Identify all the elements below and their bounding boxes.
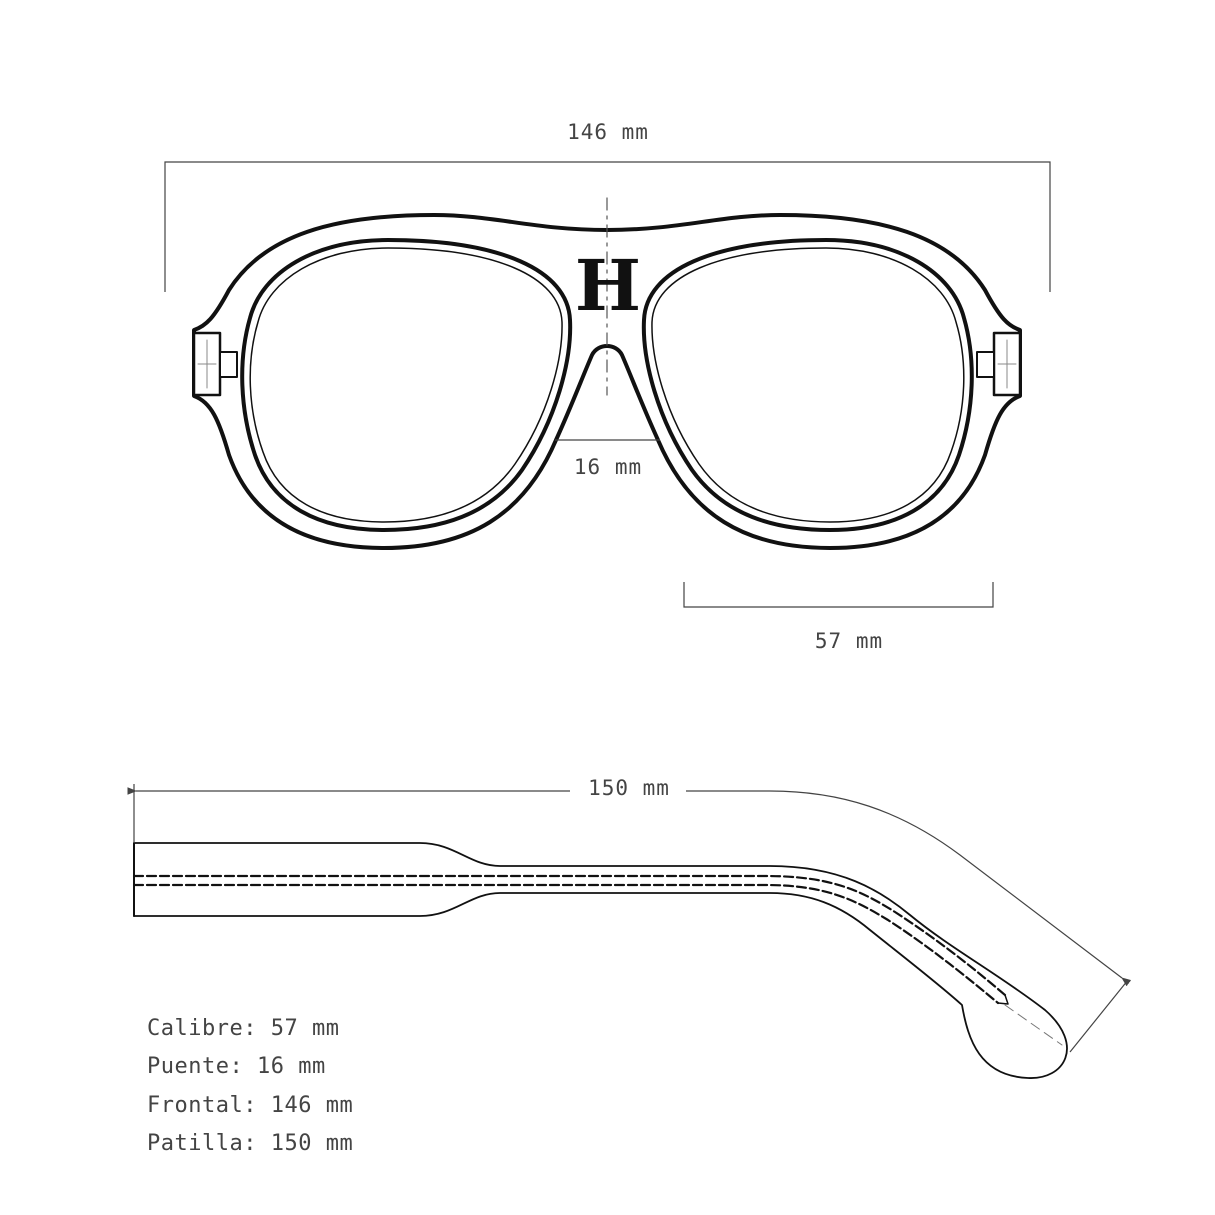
- temple-outline: [133, 842, 1068, 1079]
- right-lens-rim: [641, 238, 974, 532]
- spec-value: 146 mm: [270, 1093, 354, 1118]
- temple-core-wire: [132, 874, 1007, 997]
- glasses-front-view: [192, 197, 1022, 550]
- frame-outline: [192, 213, 1022, 550]
- left-hinge: [192, 331, 238, 397]
- right-hinge: [976, 331, 1022, 397]
- left-lens-rim: [240, 238, 573, 532]
- lens-dimension-label: 57 mm: [815, 629, 883, 653]
- spec-puente: Puente: 16 mm: [147, 1054, 326, 1079]
- spec-label: Calibre:: [147, 1016, 257, 1041]
- spec-calibre: Calibre: 57 mm: [147, 1016, 339, 1041]
- bridge-dimension-label: 16 mm: [574, 455, 642, 479]
- lens-dimension: 57 mm: [683, 582, 994, 653]
- spec-value: 57 mm: [270, 1016, 340, 1041]
- brand-logo: H: [575, 244, 641, 327]
- frontal-dimension: 146 mm: [164, 120, 1051, 292]
- spec-label: Frontal:: [147, 1093, 257, 1118]
- temple-dimension-label: 150 mm: [588, 776, 670, 800]
- temple-side-view: [132, 842, 1068, 1079]
- spec-label: Patilla:: [147, 1131, 257, 1156]
- spec-value: 150 mm: [270, 1131, 354, 1156]
- temple-dimension: 150 mm: [127, 776, 1132, 1053]
- frontal-dimension-label: 146 mm: [567, 120, 649, 144]
- bridge-dimension: 16 mm: [555, 439, 660, 479]
- spec-label: Puente:: [147, 1054, 244, 1079]
- spec-patilla: Patilla: 150 mm: [147, 1131, 353, 1156]
- spec-frontal: Frontal: 146 mm: [147, 1093, 353, 1118]
- spec-value: 16 mm: [256, 1054, 326, 1079]
